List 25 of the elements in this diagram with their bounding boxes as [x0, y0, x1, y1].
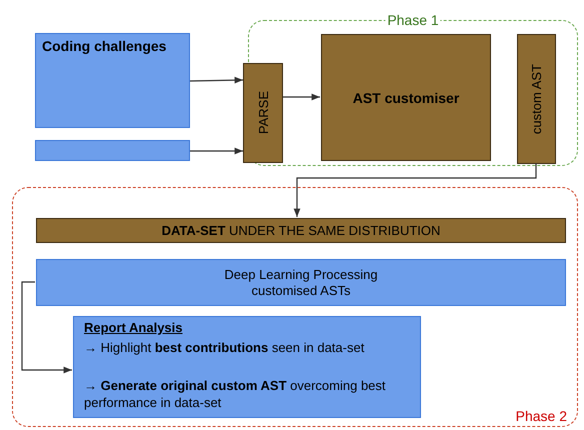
process-bar — [517, 34, 556, 164]
process-box — [321, 34, 491, 161]
process-box — [73, 316, 421, 418]
arrow — [294, 163, 537, 217]
process-bar — [36, 218, 566, 243]
arrow — [190, 148, 243, 154]
process-box — [35, 140, 190, 161]
arrow — [283, 94, 320, 100]
bullet-text: → Highlight best contributions seen in data-set — [84, 339, 366, 356]
bar-label: DATA-SET UNDER THE SAME DISTRIBUTION — [160, 223, 442, 238]
box-heading: Report Analysis — [84, 320, 182, 335]
process-bar — [243, 63, 283, 163]
phase-group — [12, 187, 578, 427]
process-box — [36, 259, 566, 306]
box-heading: Coding challenges — [42, 38, 166, 54]
bullet-text: → Generate original custom AST overcoming best performance in data-set — [84, 377, 387, 411]
arrow — [21, 281, 72, 374]
bar-label: custom AST — [529, 64, 544, 134]
arrow — [190, 76, 244, 84]
box-label: AST customiser — [352, 90, 460, 106]
box-label: Deep Learning Processing customised ASTs — [223, 267, 379, 299]
group-label: Phase 2 — [516, 408, 567, 424]
process-box — [35, 33, 190, 128]
bar-label: PARSE — [256, 91, 270, 135]
group-label: Phase 1 — [385, 12, 441, 28]
